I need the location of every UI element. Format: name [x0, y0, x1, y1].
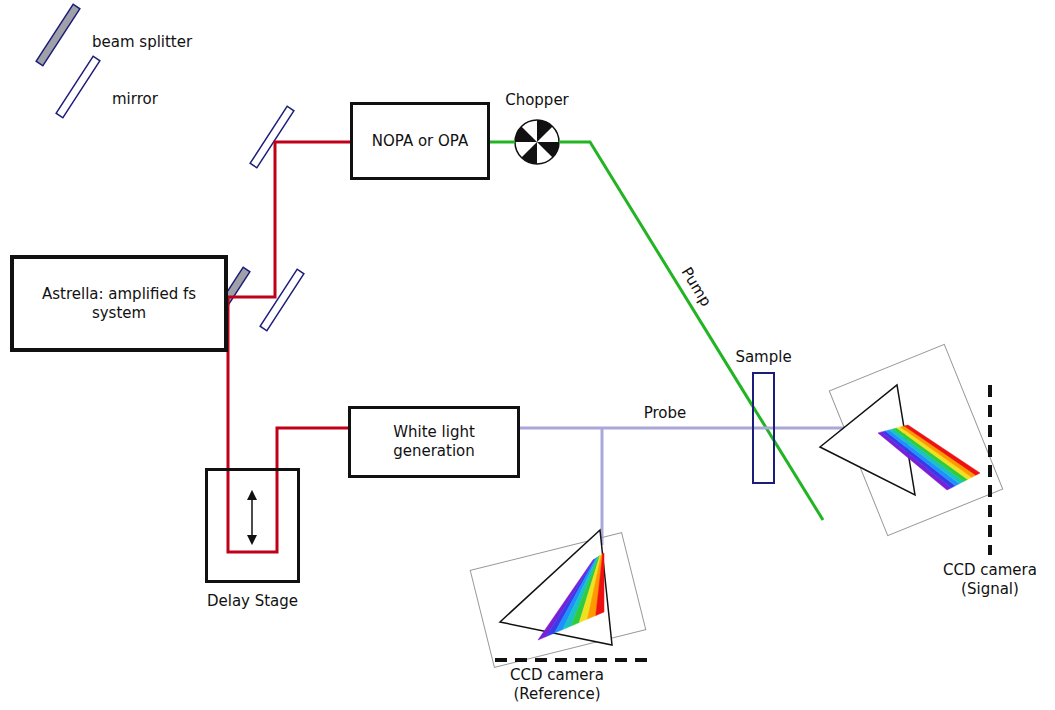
sample-cell: Sample	[752, 372, 775, 484]
chopper-disc	[515, 120, 559, 164]
ccd-detector	[988, 385, 992, 555]
detector-label: CCD camera (Reference)	[501, 666, 613, 704]
mirror-sample	[56, 56, 100, 117]
laser-beam	[490, 141, 515, 144]
box-label: NOPA or OPA	[372, 132, 468, 151]
mirror	[260, 269, 304, 330]
ccd-detector	[495, 658, 655, 662]
box-heading: Chopper	[505, 91, 569, 110]
box-heading: Sample	[735, 348, 791, 367]
mirror	[250, 106, 294, 167]
pump-beam	[752, 405, 823, 520]
legend-text: mirror	[112, 90, 158, 109]
chopper-blade	[521, 142, 537, 164]
delay-stage: Delay Stage	[205, 468, 300, 583]
chopper-blade	[537, 120, 553, 142]
spectrum-band	[901, 426, 976, 477]
spectrum-band	[904, 425, 980, 475]
box-label: White light generation	[351, 423, 517, 461]
process-box: NOPA or OPA	[350, 102, 490, 180]
detector-label: CCD camera (Signal)	[934, 561, 1046, 599]
laser-beam	[277, 428, 348, 468]
beam-splitter-sample	[36, 4, 80, 65]
legend-text: beam splitter	[92, 33, 192, 52]
reference-beam	[601, 428, 604, 545]
beam-label: Pump	[677, 264, 715, 310]
delay-beam	[228, 468, 277, 552]
chopper-blade	[537, 142, 559, 158]
box-heading: Delay Stage	[207, 592, 298, 611]
laser-beam	[520, 427, 752, 430]
spectrum-band	[596, 553, 604, 616]
process-box: White light generation	[348, 406, 520, 478]
chopper: Chopper	[515, 120, 559, 164]
laser-box: Astrella: amplified fs system	[10, 255, 228, 352]
laser-beam	[559, 142, 752, 405]
travel-arrow	[251, 492, 253, 543]
spectrum-band	[897, 427, 972, 479]
chopper-wheel	[515, 120, 559, 164]
prism	[500, 530, 612, 645]
chopper-blade	[515, 126, 537, 142]
dispersed-spectrum	[538, 553, 604, 640]
dispersed-spectrum	[878, 425, 980, 490]
box-label: Astrella: amplified fs system	[14, 285, 224, 323]
beam-label: Probe	[644, 404, 687, 423]
spectrum-band	[893, 428, 968, 482]
laser-beam	[228, 142, 350, 297]
